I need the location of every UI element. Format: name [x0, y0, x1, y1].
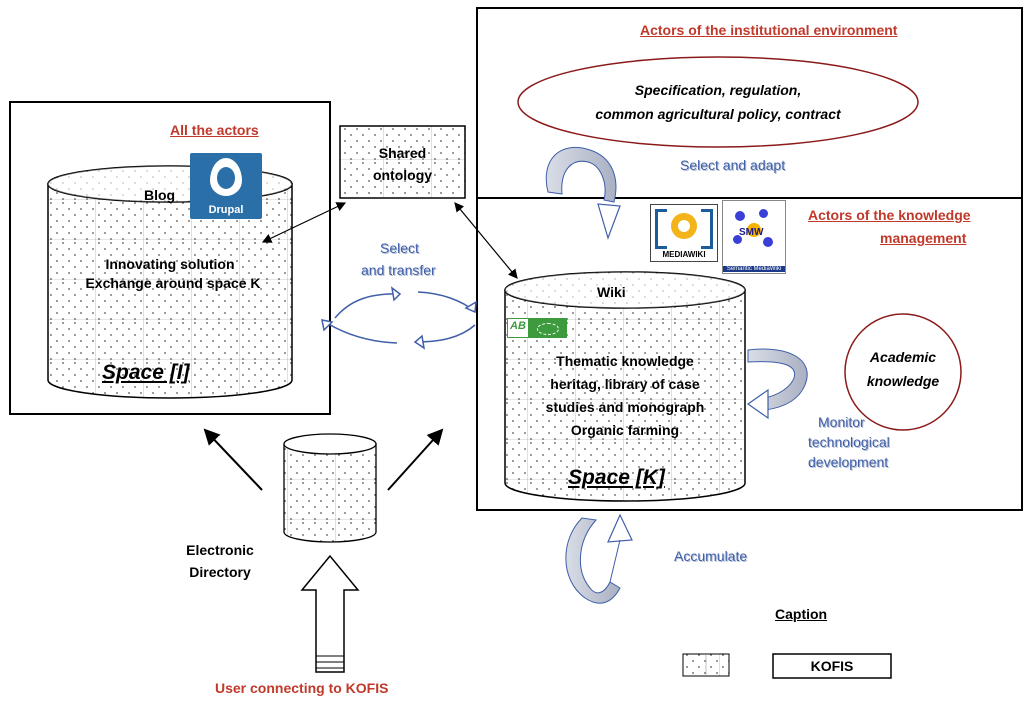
accumulate-arrow: [565, 513, 633, 604]
space-k-line-2: heritag, library of case: [550, 376, 700, 392]
space-k-label: Space [K]: [568, 466, 665, 489]
space-k-line-4: Organic farming: [570, 422, 680, 438]
caption-title: Caption: [775, 606, 828, 622]
regulation-ellipse: [517, 56, 919, 148]
user-upward-arrow: [300, 554, 360, 673]
monitor-line-3: development: [808, 454, 889, 470]
ontology-line-2: ontology: [372, 167, 433, 183]
select-adapt-arrow: [545, 146, 621, 240]
monitor-line-1: Monitor: [818, 414, 865, 430]
ab-logo-label: AB: [510, 320, 526, 332]
select-transfer-line-2: and transfer: [361, 262, 436, 278]
academic-line-1: Academic: [869, 349, 937, 365]
arrow-to-space-k: [387, 428, 444, 491]
ab-organic-logo: AB: [507, 318, 567, 338]
caption-kofis-box: [772, 653, 892, 679]
smw-logo: SMW Semantic MediaWiki: [722, 200, 786, 274]
monitor-line-2: technological: [808, 434, 890, 450]
drupal-logo: Drupal: [190, 153, 262, 219]
smw-logo-caption: Semantic MediaWiki: [723, 266, 785, 272]
select-transfer-line-1: Select: [380, 240, 419, 256]
ontology-box: [339, 125, 466, 199]
directory-cylinder: [283, 433, 377, 543]
drupal-logo-label: Drupal: [208, 204, 244, 216]
ontology-link-left: [261, 202, 347, 243]
knowledge-title-line-2: management: [880, 230, 967, 246]
user-connecting-label: User connecting to KOFIS: [215, 680, 389, 696]
mediawiki-logo: MEDIAWIKI: [650, 204, 718, 262]
institutional-title: Actors of the institutional environment: [640, 22, 898, 38]
space-k-line-3: studies and monograph: [545, 399, 705, 415]
ellipse-line-2: common agricultural policy, contract: [595, 106, 841, 122]
academic-circle: [844, 313, 962, 431]
blog-label: Blog: [144, 187, 176, 203]
ontology-link-right: [454, 202, 518, 279]
caption-kofis-label: KOFIS: [810, 658, 854, 674]
mediawiki-logo-label: MEDIAWIKI: [662, 250, 706, 259]
monitor-arrow: [746, 348, 808, 420]
ontology-line-1: Shared: [378, 145, 427, 161]
academic-line-2: knowledge: [866, 373, 940, 389]
ellipse-line-1: Specification, regulation,: [634, 82, 802, 98]
space-k-cylinder: [504, 271, 746, 502]
all-actors-title: All the actors: [170, 122, 259, 138]
accumulate-label: Accumulate: [674, 548, 748, 564]
space-k-line-1: Thematic knowledge: [556, 353, 694, 369]
cycle-arrows: [321, 286, 477, 350]
smw-logo-label: SMW: [739, 227, 764, 238]
wiki-label: Wiki: [597, 284, 626, 300]
space-i-line-2: Exchange around space K: [85, 275, 261, 291]
directory-line-1: Electronic: [186, 542, 254, 558]
space-i-label: Space [I]: [102, 361, 190, 384]
arrow-to-space-i: [203, 428, 263, 491]
select-adapt-label: Select and adapt: [680, 157, 786, 173]
knowledge-title-line-1: Actors of the knowledge: [808, 207, 971, 223]
directory-line-2: Directory: [189, 564, 251, 580]
space-i-line-1: Innovating solution: [105, 256, 235, 272]
